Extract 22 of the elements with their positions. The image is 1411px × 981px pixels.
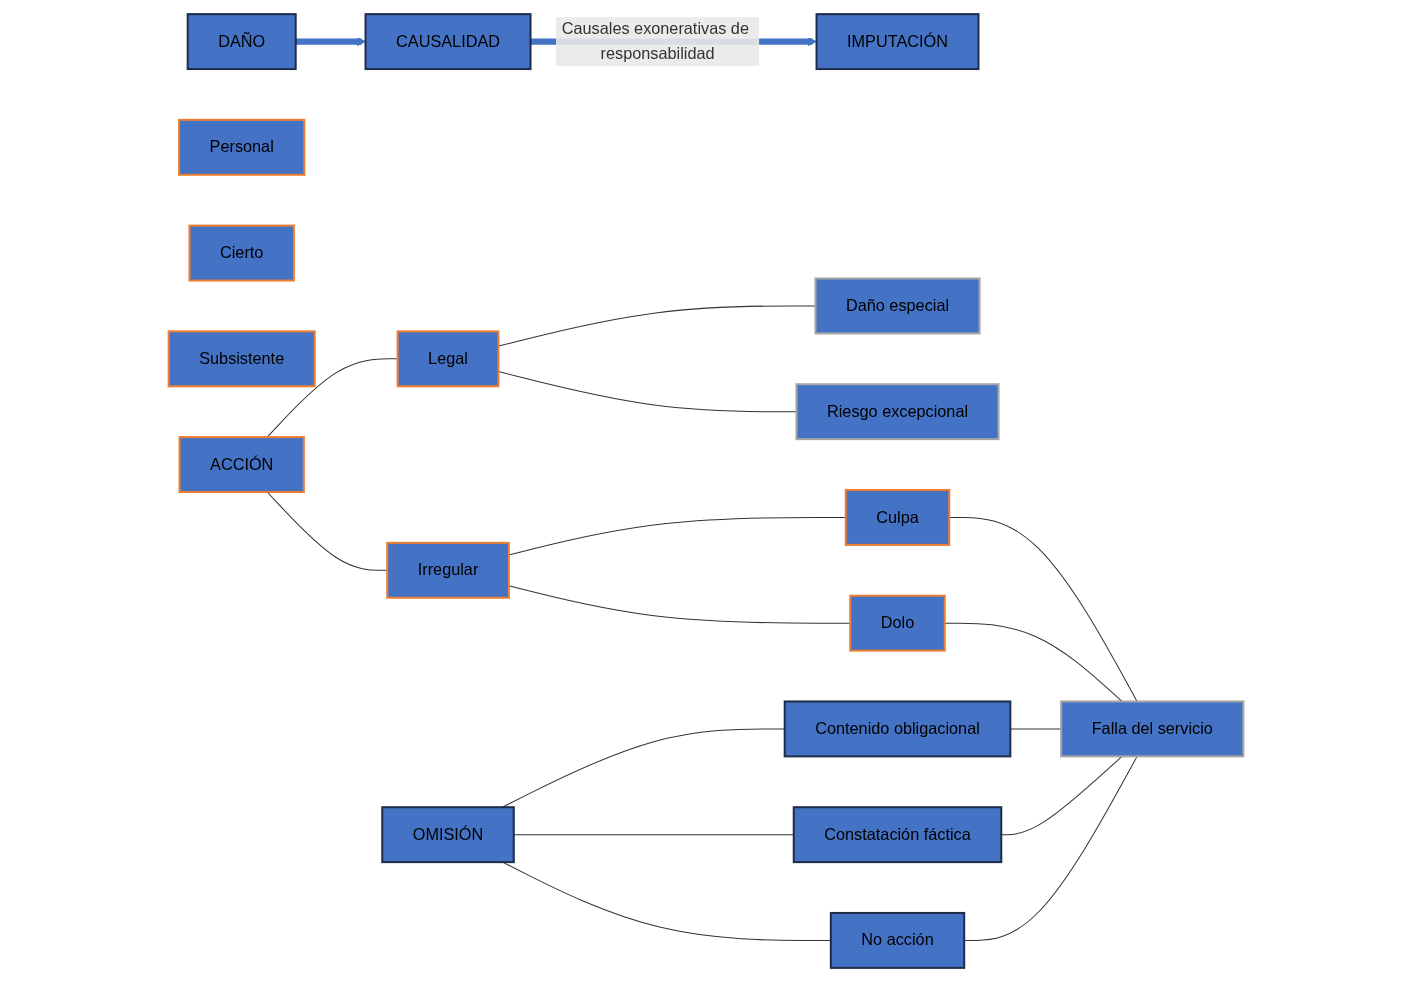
node-box: Subsistente bbox=[167, 329, 316, 387]
node-box: OMISIÓN bbox=[380, 805, 515, 863]
node-box: Constatación fáctica bbox=[792, 805, 1002, 863]
node-box: Contenido obligacional bbox=[783, 699, 1011, 757]
node-box: CAUSALIDAD bbox=[364, 12, 531, 70]
node-box: Irregular bbox=[385, 541, 510, 599]
node-box: DAÑO bbox=[186, 12, 297, 70]
arrow bbox=[295, 36, 366, 46]
connector bbox=[1000, 755, 1122, 835]
node-box: Legal bbox=[396, 329, 499, 387]
node-box: ACCIÓN bbox=[178, 435, 305, 493]
node-box: IMPUTACIÓN bbox=[815, 12, 979, 70]
edge-label: Causales exonerativas de responsabilidad bbox=[561, 19, 749, 62]
node-box: Cierto bbox=[187, 224, 295, 282]
node-box: Dolo bbox=[848, 594, 946, 652]
connector bbox=[963, 755, 1138, 941]
node-box: Riesgo excepcional bbox=[794, 382, 1000, 440]
node-box: Daño especial bbox=[813, 276, 981, 334]
node-box: Culpa bbox=[844, 488, 950, 546]
node-box: Personal bbox=[177, 118, 305, 176]
node-box: No acción bbox=[829, 911, 965, 969]
node-box: Falla del servicio bbox=[1059, 699, 1244, 757]
